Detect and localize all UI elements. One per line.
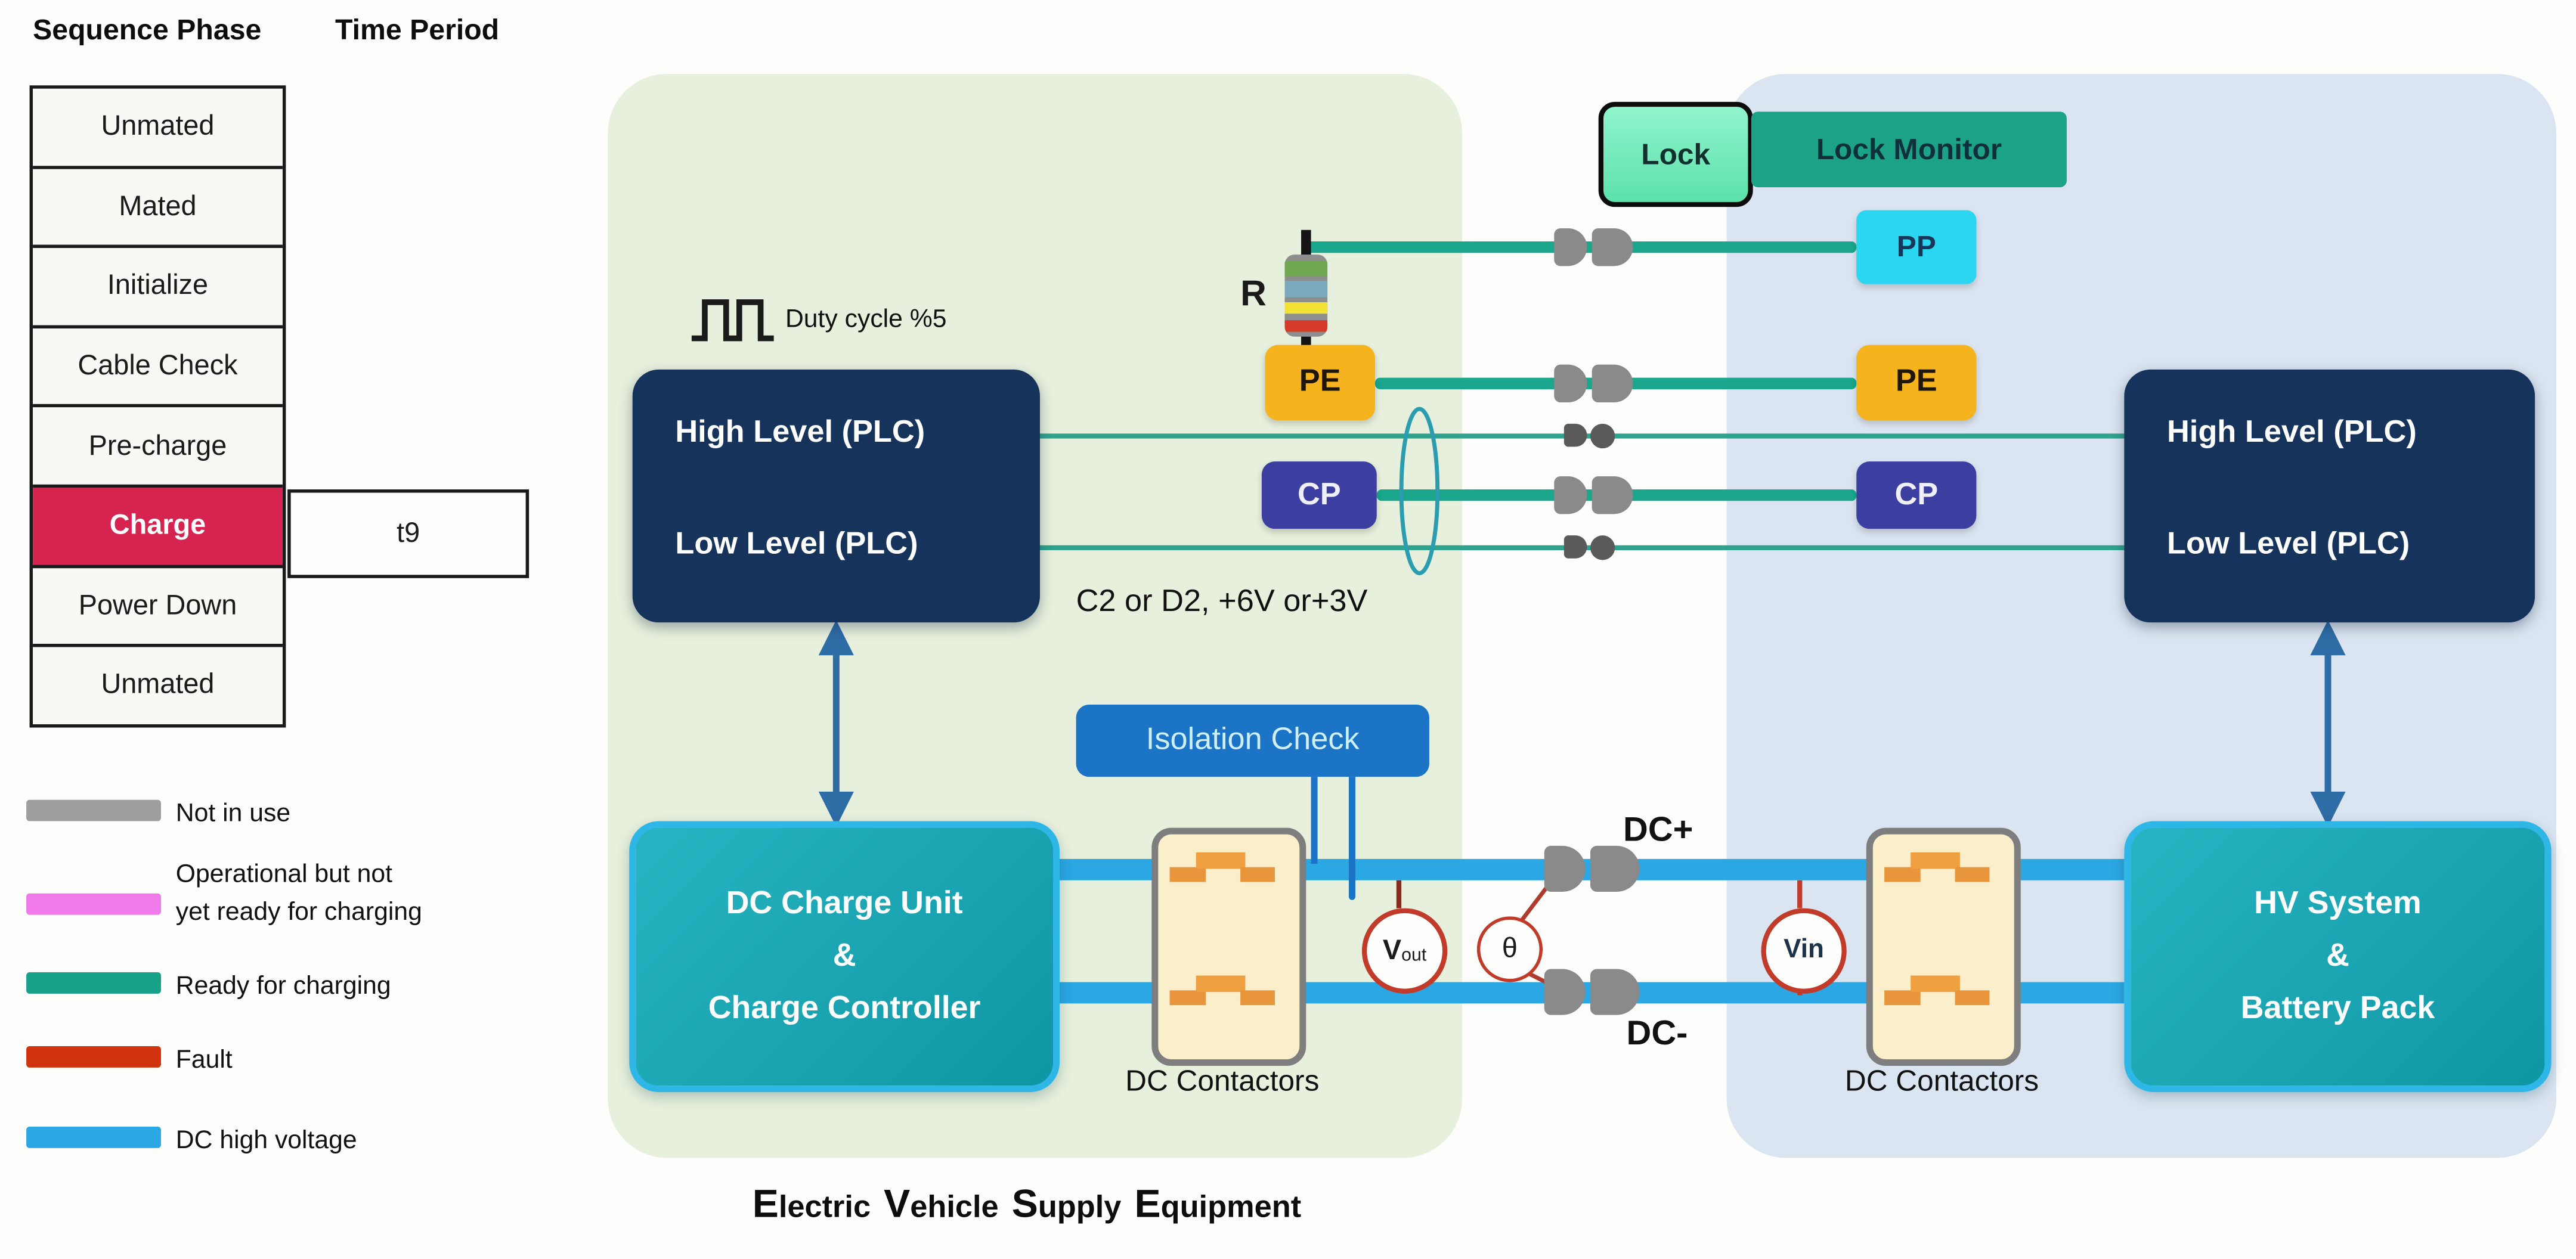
legend-swatch-fault xyxy=(26,1046,161,1068)
dc-plus-label: DC+ xyxy=(1623,811,1693,849)
hv-system-box: HV System & Battery Pack xyxy=(2124,821,2552,1093)
cp-plug-connector xyxy=(1554,476,1633,514)
vin-meter: Vin xyxy=(1761,908,1847,994)
resistor-label: R xyxy=(1240,272,1267,314)
contact-symbol-evse-plus xyxy=(1169,852,1275,885)
plc-low-connector xyxy=(1563,534,1615,560)
pp-plug-connector xyxy=(1554,228,1633,266)
hv-system-line3: Battery Pack xyxy=(2240,990,2435,1027)
cp-box-vehicle: CP xyxy=(1856,461,1977,529)
dc-charge-unit-box: DC Charge Unit & Charge Controller xyxy=(629,821,1060,1093)
lock-monitor-box: Lock Monitor xyxy=(1751,111,2067,188)
contact-symbol-vehicle-plus xyxy=(1884,852,1990,885)
sequence-phase-header: Sequence Phase xyxy=(33,13,262,46)
plc-high-level-label-vehicle: High Level (PLC) xyxy=(2166,415,2417,450)
dc-contactors-label-evse: DC Contactors xyxy=(1125,1064,1320,1097)
legend-label-fault: Fault xyxy=(175,1046,233,1074)
legend-label-dc-high-voltage: DC high voltage xyxy=(175,1126,357,1155)
sequence-row-unmated-2: Unmated xyxy=(33,647,283,724)
pe-box-vehicle: PE xyxy=(1856,345,1977,421)
dc-contactors-label-vehicle: DC Contactors xyxy=(1844,1064,2039,1097)
caption-word-supply: Supply xyxy=(1011,1182,1122,1227)
legend-label-not-in-use: Not in use xyxy=(175,799,291,828)
cp-states-note: C2 or D2, +6V or+3V xyxy=(1076,584,1368,619)
sequence-row-cable-check: Cable Check xyxy=(33,328,283,408)
isolation-stub-probe xyxy=(1348,777,1355,900)
contact-symbol-vehicle-minus xyxy=(1884,975,1990,1009)
legend-swatch-dc-high-voltage xyxy=(26,1126,161,1148)
caption-word-electric: Electric xyxy=(752,1182,871,1227)
pp-box-vehicle: PP xyxy=(1856,210,1977,284)
legend-swatch-operational xyxy=(26,893,161,915)
sequence-row-mated: Mated xyxy=(33,168,283,249)
pe-box-evse: PE xyxy=(1265,345,1376,421)
hv-system-line2: & xyxy=(2326,938,2349,974)
plc-high-level-label-evse: High Level (PLC) xyxy=(675,415,925,450)
sequence-row-initialize: Initialize xyxy=(33,248,283,328)
hv-system-line1: HV System xyxy=(2254,885,2422,922)
evse-caption: Electric Vehicle Supply Equipment xyxy=(562,1183,1491,1229)
plc-high-connector xyxy=(1563,423,1615,448)
cp-box-evse: CP xyxy=(1261,461,1377,529)
time-period-header: Time Period xyxy=(335,13,500,46)
resistor xyxy=(1284,255,1328,337)
dc-minus-label: DC- xyxy=(1626,1015,1688,1053)
dc-minus-plug-connector xyxy=(1544,969,1640,1015)
sequence-row-pre-charge: Pre-charge xyxy=(33,408,283,488)
legend-label-ready: Ready for charging xyxy=(175,972,391,1000)
plc-box-evse: High Level (PLC) Low Level (PLC) xyxy=(632,369,1040,623)
vout-label-v: V xyxy=(1382,934,1402,966)
legend-swatch-ready xyxy=(26,972,161,994)
legend-swatch-not-in-use xyxy=(26,799,161,821)
legend-label-operational: Operational but not yet ready for chargi… xyxy=(176,855,422,931)
dc-charge-unit-line2: & xyxy=(832,938,856,974)
legend-label-operational-line2: yet ready for charging xyxy=(175,898,422,926)
caption-word-vehicle: Vehicle xyxy=(884,1182,999,1227)
sequence-row-charge-active: Charge xyxy=(33,488,283,568)
time-period-value-box: t9 xyxy=(287,489,530,578)
isolation-stub-dc-plus xyxy=(1311,777,1318,864)
vout-label-sub: out xyxy=(1401,945,1427,965)
vin-top-stub xyxy=(1797,880,1803,908)
lock-box: Lock xyxy=(1598,101,1753,207)
pe-plug-connector xyxy=(1554,364,1633,402)
legend-label-operational-line1: Operational but not xyxy=(175,860,393,889)
isolation-check-box: Isolation Check xyxy=(1076,704,1429,777)
theta-temperature-sensor: θ xyxy=(1476,916,1543,982)
duty-cycle-label: Duty cycle %5 xyxy=(785,305,947,334)
sequence-row-unmated-1: Unmated xyxy=(33,88,283,169)
dc-plus-plug-connector xyxy=(1544,845,1640,892)
sequence-row-power-down: Power Down xyxy=(33,568,283,647)
sequence-phase-table: Unmated Mated Initialize Cable Check Pre… xyxy=(29,85,286,727)
dc-charge-unit-line1: DC Charge Unit xyxy=(726,885,963,922)
vout-top-stub xyxy=(1396,880,1402,908)
caption-word-equipment: Equipment xyxy=(1134,1182,1302,1227)
plc-low-level-label-evse: Low Level (PLC) xyxy=(675,527,918,562)
plc-box-vehicle: High Level (PLC) Low Level (PLC) xyxy=(2124,369,2535,623)
contact-symbol-evse-minus xyxy=(1169,975,1275,1009)
dc-charge-unit-line3: Charge Controller xyxy=(708,990,981,1027)
plc-low-level-label-vehicle: Low Level (PLC) xyxy=(2166,527,2410,562)
